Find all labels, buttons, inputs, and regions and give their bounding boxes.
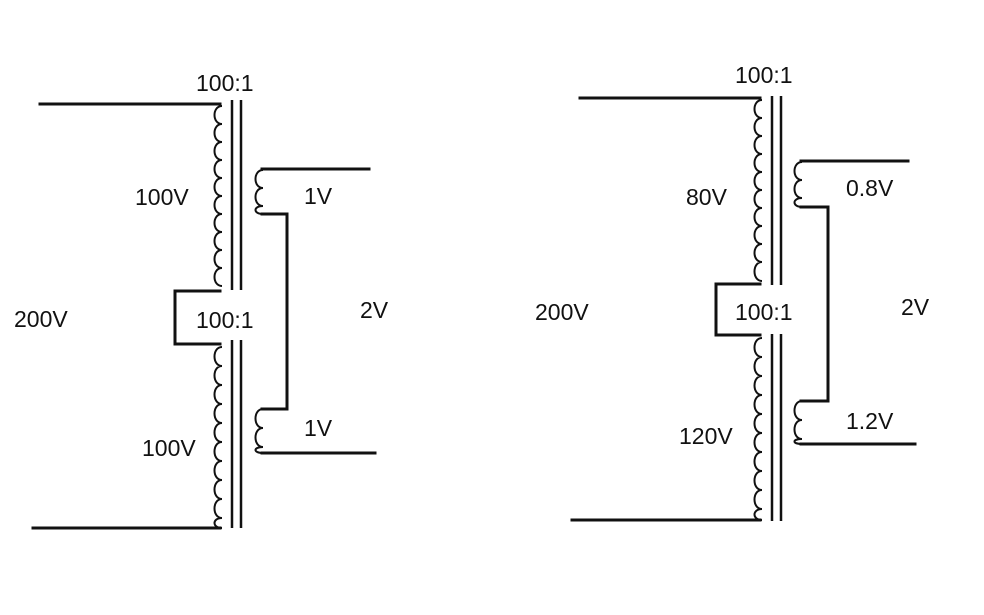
left-secondary-link-wire [260, 212, 289, 411]
right-top-primary-coil [753, 99, 763, 282]
right-bottom-primary-voltage: 120V [679, 423, 733, 449]
left-bottom-ratio-label: 100:1 [196, 307, 254, 333]
right-top-primary-voltage: 80V [686, 184, 728, 210]
left-top-ratio-label: 100:1 [196, 70, 254, 96]
right-bottom-secondary-coil [793, 400, 803, 445]
right-bottom-ratio-label: 100:1 [735, 299, 793, 325]
right-circuit: 100:1 100:1 80V 120V 200V 0.8V 1.2V 2V [535, 62, 930, 522]
left-top-secondary-voltage: 1V [304, 183, 333, 209]
left-bottom-secondary-voltage: 1V [304, 415, 333, 441]
right-secondary-link-wire [799, 205, 830, 403]
right-bottom-secondary-voltage: 1.2V [846, 408, 894, 434]
left-bottom-secondary-coil [254, 408, 264, 454]
right-output-voltage: 2V [901, 294, 930, 320]
left-top-primary-voltage: 100V [135, 184, 189, 210]
left-primary-link-wire [173, 289, 222, 346]
left-circuit: 100:1 100:1 100V 100V 200V 1V 1V 2V [14, 70, 389, 530]
right-input-voltage: 200V [535, 299, 589, 325]
right-top-secondary-voltage: 0.8V [846, 175, 894, 201]
right-bottom-primary-coil [753, 337, 763, 521]
right-top-ratio-label: 100:1 [735, 62, 793, 88]
left-input-voltage: 200V [14, 306, 68, 332]
left-output-voltage: 2V [360, 297, 389, 323]
left-bottom-primary-voltage: 100V [142, 435, 196, 461]
right-primary-link-wire [714, 282, 762, 337]
right-top-secondary-coil [793, 161, 803, 208]
left-top-secondary-coil [254, 169, 264, 215]
left-top-primary-coil [213, 105, 223, 287]
left-bottom-primary-coil [213, 346, 223, 529]
